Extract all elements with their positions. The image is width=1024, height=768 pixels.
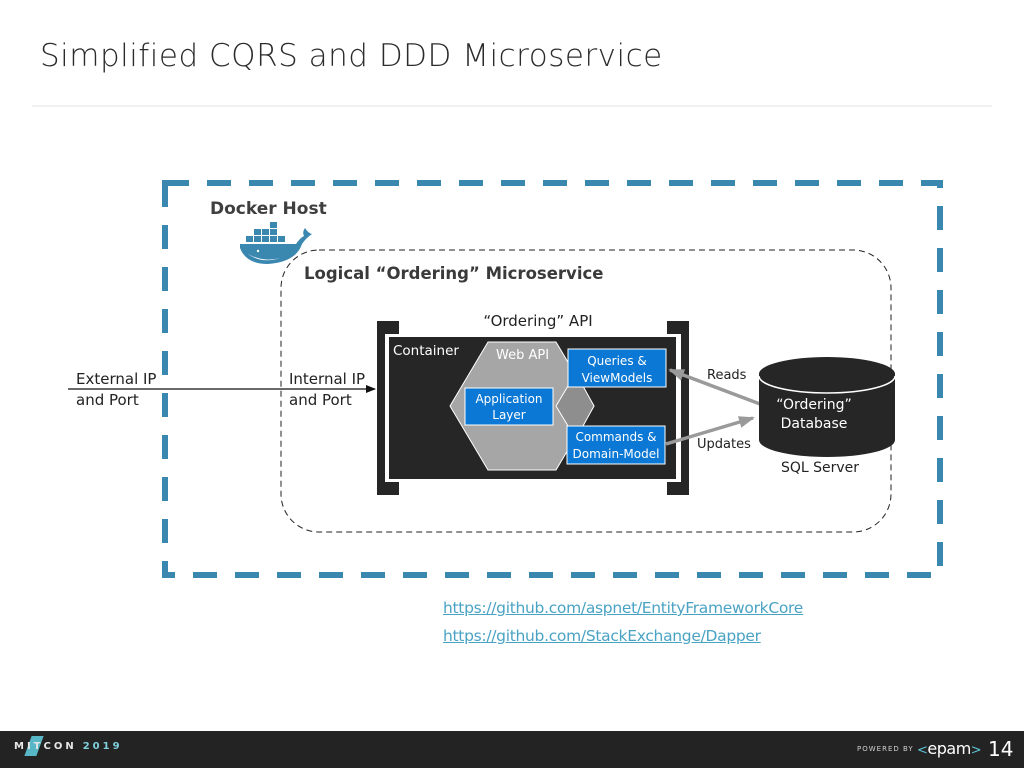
brand-year: 2019 [82, 741, 123, 752]
container-label: Container [393, 343, 459, 359]
footer-bar: MITCON 2019 POWERED BY <epam> 14 [0, 731, 1024, 768]
right-bracket-icon: > [970, 743, 982, 758]
docker-whale-icon [240, 222, 312, 264]
container-brackets [377, 321, 689, 495]
reads-arrow [668, 368, 761, 406]
internal-ip-line2: and Port [289, 391, 352, 409]
reads-label: Reads [707, 368, 747, 383]
docker-host-label: Docker Host [210, 199, 327, 219]
application-layer-line2: Layer [492, 408, 526, 422]
queries-line1: Queries & [587, 354, 647, 368]
queries-viewmodels-box [567, 348, 667, 388]
powered-by-label: POWERED BY [857, 745, 914, 753]
queries-line2: ViewModels [582, 371, 653, 385]
link-dapper[interactable]: https://github.com/StackExchange/Dapper [443, 627, 761, 645]
microservice-label: Logical “Ordering” Microservice [304, 264, 603, 283]
application-layer-line1: Application [475, 392, 542, 406]
reference-links: https://github.com/aspnet/EntityFramewor… [443, 594, 803, 650]
title-divider [32, 105, 992, 107]
updates-arrow [665, 416, 755, 446]
conference-logo: MITCON 2019 [14, 736, 123, 756]
api-label: “Ordering” API [483, 312, 592, 330]
sql-server-label: SQL Server [781, 460, 859, 476]
database-line2: Database [781, 416, 848, 432]
page-number: 14 [988, 737, 1014, 761]
microservice-boundary [280, 249, 892, 533]
database-line1: “Ordering” [776, 397, 851, 413]
sponsor-logo: <epam> [917, 739, 982, 758]
external-ip-line1: External IP [76, 370, 156, 388]
commands-domain-model-box [566, 425, 666, 465]
internal-ip-line1: Internal IP [289, 370, 365, 388]
updates-label: Updates [697, 437, 751, 452]
architecture-diagram: Docker Host Logical “Ordering” Microserv… [68, 180, 943, 578]
sponsor-name: epam [927, 739, 971, 758]
web-api-label: Web API [496, 348, 549, 363]
link-entity-framework-core[interactable]: https://github.com/aspnet/EntityFramewor… [443, 599, 804, 617]
commands-line1: Commands & [575, 430, 656, 444]
ordering-database-cylinder [758, 357, 896, 457]
application-layer-box [464, 387, 554, 426]
slide-title: Simplified CQRS and DDD Microservice [40, 38, 663, 74]
brand-name: MITCON [14, 741, 77, 752]
external-ip-line2: and Port [76, 391, 139, 409]
docker-host-boundary [162, 180, 943, 578]
left-bracket-icon: < [917, 743, 928, 758]
commands-line2: Domain-Model [573, 447, 660, 461]
